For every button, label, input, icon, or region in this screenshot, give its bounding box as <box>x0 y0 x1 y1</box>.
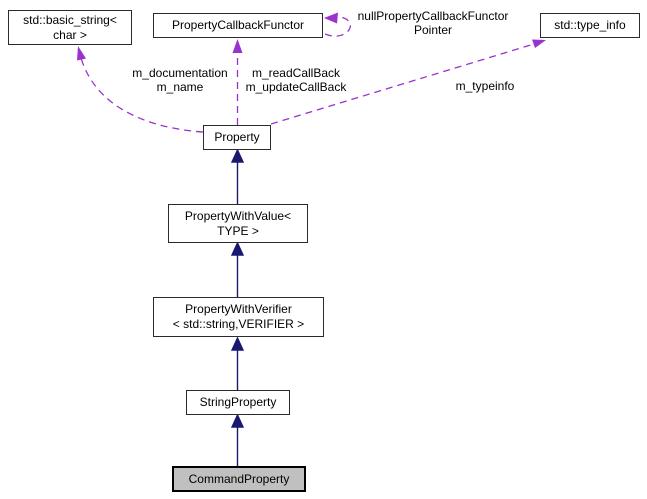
edge-label-line: m_documentation <box>132 66 228 80</box>
class-node-propertywithvalue[interactable]: PropertyWithValue< TYPE > <box>168 204 308 243</box>
class-node-label: < std::string,VERIFIER > <box>172 317 305 331</box>
edge-usage-property-to-typeinfo <box>270 43 535 125</box>
edge-label-null-pointer: nullPropertyCallbackFunctor Pointer <box>345 9 521 37</box>
edge-label-callbacks: m_readCallBack m_updateCallBack <box>238 66 354 94</box>
class-node-label: CommandProperty <box>188 471 290 486</box>
class-node-std-basic-string[interactable]: std::basic_string< char > <box>8 10 132 45</box>
edge-label-line: m_name <box>156 80 204 94</box>
class-node-stringproperty[interactable]: StringProperty <box>186 390 290 415</box>
edge-inheritance-stringproperty-to-propertywithverifier <box>230 336 245 390</box>
arrowhead-callbackfunctor <box>232 39 243 53</box>
edge-label-documentation: m_documentation m_name <box>120 66 240 94</box>
edge-label-line: Pointer <box>413 23 453 37</box>
edge-inheritance-commandproperty-to-stringproperty <box>230 413 245 466</box>
class-node-label: PropertyWithValue< <box>184 208 292 223</box>
edge-inheritance-propertywithverifier-to-propertywithvalue <box>230 241 245 297</box>
edge-label-line: m_readCallBack <box>251 66 341 80</box>
class-node-label: std::type_info <box>554 18 626 32</box>
arrowhead-typeinfo <box>532 39 546 48</box>
arrowhead-selfloop <box>324 12 338 24</box>
edge-label-line: nullPropertyCallbackFunctor <box>357 9 509 23</box>
class-node-label: char > <box>53 27 87 42</box>
edge-usage-property-to-basicstring <box>80 57 204 133</box>
class-node-propertywithverifier[interactable]: PropertyWithVerifier < std::string,VERIF… <box>153 297 324 337</box>
class-node-propertycallbackfunctor[interactable]: PropertyCallbackFunctor <box>153 13 323 38</box>
class-node-commandproperty-current: CommandProperty <box>172 466 306 492</box>
edge-inheritance-propertywithvalue-to-property <box>230 148 245 204</box>
class-node-label: PropertyCallbackFunctor <box>171 18 305 32</box>
edge-label-line: m_updateCallBack <box>245 80 347 94</box>
edge-label-line: m_typeinfo <box>455 79 515 93</box>
class-node-label: TYPE > <box>217 223 259 238</box>
arrowhead-basicstring <box>77 46 86 61</box>
edge-label-typeinfo: m_typeinfo <box>448 79 522 93</box>
class-node-label: StringProperty <box>199 395 277 409</box>
edge-usage-callbackfunctor-self-loop <box>324 16 351 37</box>
class-node-label: std::basic_string< <box>23 12 117 27</box>
class-node-label: Property <box>214 130 260 144</box>
class-node-property[interactable]: Property <box>203 125 271 150</box>
class-node-std-type-info[interactable]: std::type_info <box>540 13 640 38</box>
class-node-label: PropertyWithVerifier <box>185 302 292 316</box>
